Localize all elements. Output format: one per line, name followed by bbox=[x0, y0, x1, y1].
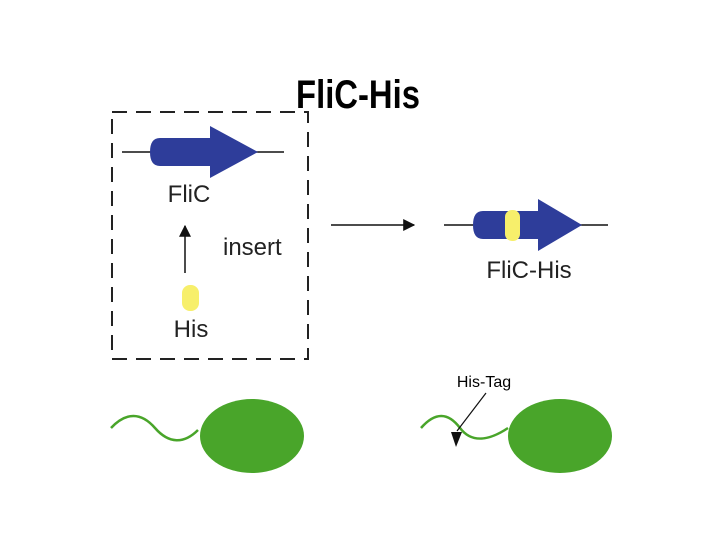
his-tag-segment bbox=[182, 285, 199, 311]
diagram-title: FliC-His bbox=[296, 72, 420, 117]
dashed-insert-region bbox=[111, 111, 309, 360]
right-flagellum bbox=[420, 414, 509, 440]
left-flagellum bbox=[110, 414, 199, 442]
flic-label: FliC bbox=[168, 181, 211, 208]
his-tag-callout-line bbox=[456, 392, 487, 432]
flic-his-gene-arrow bbox=[473, 199, 582, 251]
his-tag-callout-label: His-Tag bbox=[457, 374, 511, 391]
left-bacterium-body bbox=[200, 399, 304, 473]
inserted-his-tag-segment bbox=[505, 210, 520, 241]
right-bacterium-body bbox=[508, 399, 612, 473]
insert-label: insert bbox=[223, 234, 282, 261]
flic-his-label: FliC-His bbox=[486, 257, 571, 284]
his-tag-callout-marker bbox=[451, 432, 462, 447]
flic-gene-arrow bbox=[150, 126, 258, 178]
his-label: His bbox=[174, 316, 209, 343]
